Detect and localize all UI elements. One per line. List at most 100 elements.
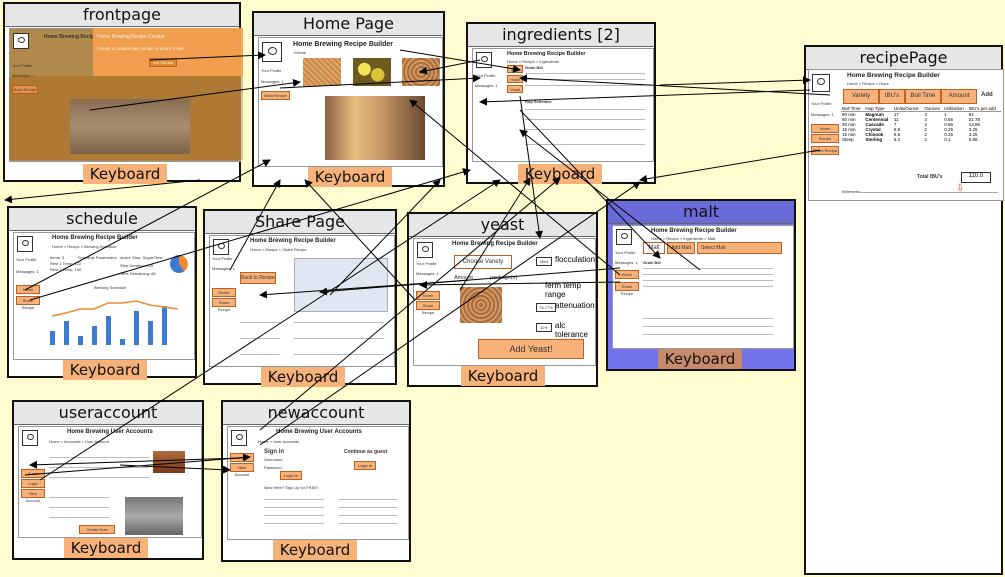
get-started-button[interactable]: Get Started [149, 58, 177, 67]
grain-image[interactable] [303, 58, 341, 86]
keyboard-label: Keyboard [308, 167, 392, 187]
frame-newaccount[interactable]: newaccount Home Brewing User Accounts Ho… [221, 400, 411, 562]
avatar [13, 33, 29, 49]
profile-label: Your Profile [12, 63, 33, 68]
app-title: Home Brewing Recipe Builder [507, 51, 586, 57]
nav-home-button[interactable]: Home [21, 469, 45, 478]
nav-share-button[interactable]: Share Recipe [811, 146, 839, 155]
table-cell: 17 [893, 112, 899, 117]
bitterness-scale [858, 192, 998, 193]
frame-share[interactable]: Share Page Home Brewing Recipe Builder H… [203, 209, 397, 387]
column-header: IBU's per add [967, 106, 1001, 112]
messages-label: Messages: 1 [615, 260, 638, 265]
table-cell: 60 min [842, 112, 856, 117]
tab-amount[interactable]: Amount [941, 89, 977, 104]
nav-home-button[interactable]: Home [416, 291, 440, 300]
table-cell: 7 [893, 122, 897, 127]
guest-login-button[interactable]: Login In [354, 461, 376, 470]
bar [120, 339, 125, 345]
frame-ingredients[interactable]: ingredients [2] Home Brewing Recipe Buil… [466, 22, 656, 184]
nav-share-button[interactable]: Share Recipe [615, 282, 639, 296]
breadcrumb: Home > Recipe > Ingredients > Malt [651, 236, 716, 241]
divider [49, 467, 149, 468]
nav-share-button[interactable]: Share Recipe [416, 301, 440, 315]
frame-frontpage[interactable]: frontpage Your Profile Messages: 1 Build… [3, 2, 243, 184]
frame-title: Home Page [254, 13, 443, 36]
avatar [262, 42, 282, 62]
table-cell: Crystal [865, 127, 881, 132]
flocculation-value: Med [536, 257, 552, 266]
keyboard-label: Keyboard [658, 349, 742, 369]
table-cell: 2 [924, 127, 927, 132]
table-cell: 2 [924, 132, 927, 137]
nav-login-button[interactable]: Login [230, 453, 254, 462]
select-malt-dropdown[interactable]: Select Malt [697, 242, 782, 254]
frame-schedule[interactable]: schedule Home Brewing Recipe Builder Hom… [7, 206, 197, 380]
hops-image[interactable] [353, 58, 391, 86]
create-now-button[interactable]: Create Now [79, 525, 115, 534]
nav-login-button[interactable]: Login [21, 479, 45, 488]
back-to-recipe-button[interactable]: Back to Recipe [240, 272, 276, 284]
profile-label: Your Profile [212, 256, 233, 261]
avatar [616, 229, 632, 245]
build-recipe-button[interactable]: Build Recipe [261, 91, 290, 100]
tab-ibus[interactable]: IBU's [879, 89, 905, 104]
avatar [417, 242, 433, 258]
add-yeast-button[interactable]: Add Yeast! [478, 339, 584, 359]
alc-tolerance-label: alc tolerance [555, 321, 588, 339]
column-header: Hop Type [864, 106, 893, 112]
table-cell: Centennial [865, 117, 889, 122]
keyboard-label: Keyboard [261, 367, 345, 387]
app-title: Home Brewing User Accounts [67, 429, 153, 435]
build-recipe-button[interactable]: Build Recipe [12, 85, 38, 94]
nav-recipe-button[interactable]: Recipe [811, 134, 839, 143]
nav-home-button[interactable]: Home [615, 270, 639, 279]
nav-malt-button[interactable]: Malt [507, 65, 523, 73]
choose-variety-select[interactable]: Choose Variety [454, 255, 512, 269]
frame-homepage[interactable]: Home Page Home Brewing Recipe Builder >H… [252, 11, 445, 187]
add-button[interactable]: Add [981, 92, 993, 98]
breadcrumb: Home > Accounts > User Account [49, 439, 109, 444]
frame-useraccount[interactable]: useraccount Home Brewing User Accounts H… [12, 400, 204, 560]
keyboard-label: Keyboard [461, 366, 545, 386]
nav-new-account-button[interactable]: New Account [230, 463, 254, 477]
breadcrumb: Home > Recipe > Brewing Schedule [52, 244, 117, 249]
attenuation-value: 73-77% [536, 303, 556, 312]
nav-share-button[interactable]: Share Recipe [212, 298, 236, 312]
homepage-screenshot: Home Brewing Recipe Builder >Home Your P… [258, 37, 443, 167]
nav-hops-button[interactable]: Hops [507, 75, 523, 83]
nav-home-button[interactable]: Home [16, 285, 40, 294]
avatar [213, 239, 229, 255]
breadcrumb: Home > Recipe > Hops [847, 81, 889, 86]
tab-variety[interactable]: Variety [843, 89, 879, 104]
profile-label: Your Profile [811, 101, 832, 106]
frame-yeast[interactable]: yeast Home Brewing Recipe Builder Your P… [407, 212, 598, 387]
tab-boil-time[interactable]: Boil Time [905, 89, 941, 104]
divider [264, 523, 324, 524]
nav-home-button[interactable]: Home [212, 288, 236, 297]
post-line [240, 322, 280, 323]
table-cell: 15 min [842, 132, 856, 137]
schedule-screenshot: Home Brewing Recipe Builder Home > Recip… [13, 232, 195, 360]
login-button[interactable]: Login In [280, 471, 302, 480]
frame-recipe[interactable]: recipePage Home Brewing Recipe Builder H… [804, 45, 1004, 575]
nav-home-button[interactable]: Home [811, 124, 839, 133]
yeast-image [460, 287, 502, 323]
table-cell: 3.25 [968, 127, 978, 132]
nav-share-button[interactable]: Share Recipe [16, 296, 40, 310]
table-cell: 6.5 [893, 127, 901, 132]
malt-image[interactable] [402, 58, 440, 86]
table-cell: 30 min [842, 122, 856, 127]
frame-malt[interactable]: malt Home Brewing Recipe Builder Home > … [606, 199, 796, 371]
nav-yeast-button[interactable]: Yeast [507, 85, 523, 93]
divider [525, 129, 645, 130]
add-malt-button[interactable]: Add Malt [667, 242, 695, 254]
malt-tab[interactable]: Malt [643, 242, 665, 254]
app-title: Home Brewing Recipe Builder [250, 238, 336, 244]
nav-new-account-button[interactable]: New Account [21, 489, 45, 503]
total-ibu-value: 110.0 [961, 172, 991, 183]
table-cell: Sterling [865, 137, 883, 142]
param-items: Items: 3 [50, 255, 65, 260]
